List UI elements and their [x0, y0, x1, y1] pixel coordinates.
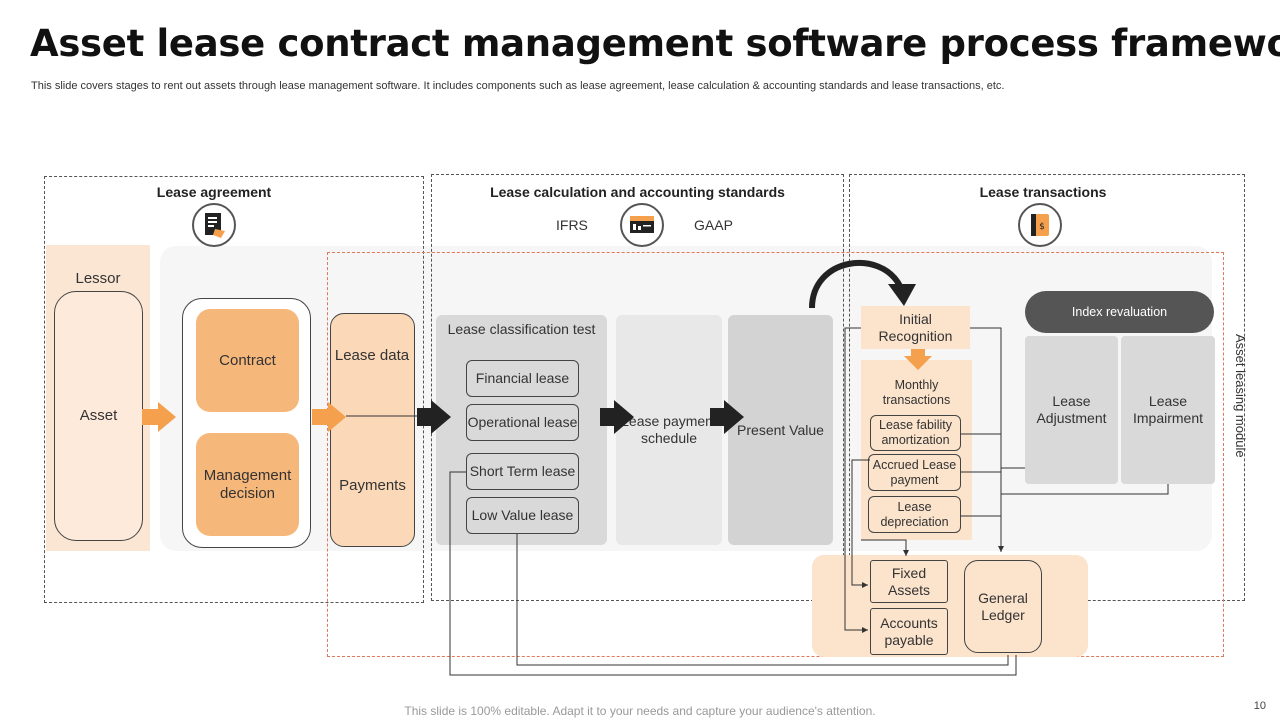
fixed-assets-box: Fixed Assets [870, 560, 948, 603]
present-value-box: Present Value [728, 315, 833, 545]
management-decision-box: Management decision [196, 433, 299, 536]
lease-agreement-section [44, 176, 424, 603]
accounts-payable-box: Accounts payable [870, 608, 948, 655]
lease-agreement-heading: Lease agreement [156, 184, 272, 200]
asset-leasing-module-label: Asset leasing module [1233, 334, 1248, 458]
lease-adjustment-box: Lease Adjustment [1025, 336, 1118, 484]
lease-calculation-heading: Lease calculation and accounting standar… [490, 184, 785, 200]
operational-lease-box: Operational lease [466, 404, 579, 441]
classification-title: Lease classification test [447, 321, 596, 337]
lease-liability-amortization-box: Lease fability amortization [870, 415, 961, 451]
black-arrow-3 [710, 400, 744, 434]
asset-leasing-module-box [327, 252, 1224, 657]
lease-data-label: Lease data [334, 347, 410, 364]
index-revaluation-pill: Index revaluation [1025, 291, 1214, 333]
footer-note: This slide is 100% editable. Adapt it to… [404, 704, 876, 718]
contract-document-icon [192, 203, 236, 247]
svg-text:$: $ [1039, 222, 1045, 232]
short-term-lease-box: Short Term lease [466, 453, 579, 490]
lease-depreciation-box: Lease depreciation [868, 496, 961, 533]
page-subtitle: This slide covers stages to rent out ass… [31, 80, 1005, 92]
orange-arrow-1 [142, 402, 176, 432]
initial-recognition-box: Initial Recognition [861, 306, 970, 349]
lease-data-box [330, 313, 415, 547]
curved-arrow [809, 260, 903, 309]
black-arrow-1 [417, 400, 451, 434]
orange-down-arrow [904, 349, 932, 370]
lease-calculation-section [431, 174, 844, 601]
accrued-lease-payment-box: Accrued Lease payment [868, 454, 961, 491]
ifrs-label: IFRS [556, 217, 588, 233]
asset-label: Asset [79, 407, 118, 424]
orange-arrow-2 [312, 402, 346, 432]
lessor-label: Lessor [75, 270, 121, 287]
monthly-transactions-title: Monthly transactions [882, 378, 951, 407]
contract-box: Contract [196, 309, 299, 412]
black-arrow-2 [600, 400, 634, 434]
calculator-screen-icon [620, 203, 664, 247]
lease-payment-schedule-box: Lease payment schedule [616, 315, 722, 545]
lease-transactions-heading: Lease transactions [979, 184, 1107, 200]
lease-impairment-box: Lease Impairment [1121, 336, 1215, 484]
payments-label: Payments [339, 477, 406, 494]
financial-lease-box: Financial lease [466, 360, 579, 397]
low-value-lease-box: Low Value lease [466, 497, 579, 534]
page-title: Asset lease contract management software… [30, 22, 1280, 65]
page-number: 10 [1253, 700, 1266, 712]
general-ledger-box: General Ledger [964, 560, 1042, 653]
ledger-panel [812, 555, 1088, 657]
payment-receipt-icon: $ [1018, 203, 1062, 247]
gaap-label: GAAP [694, 217, 733, 233]
